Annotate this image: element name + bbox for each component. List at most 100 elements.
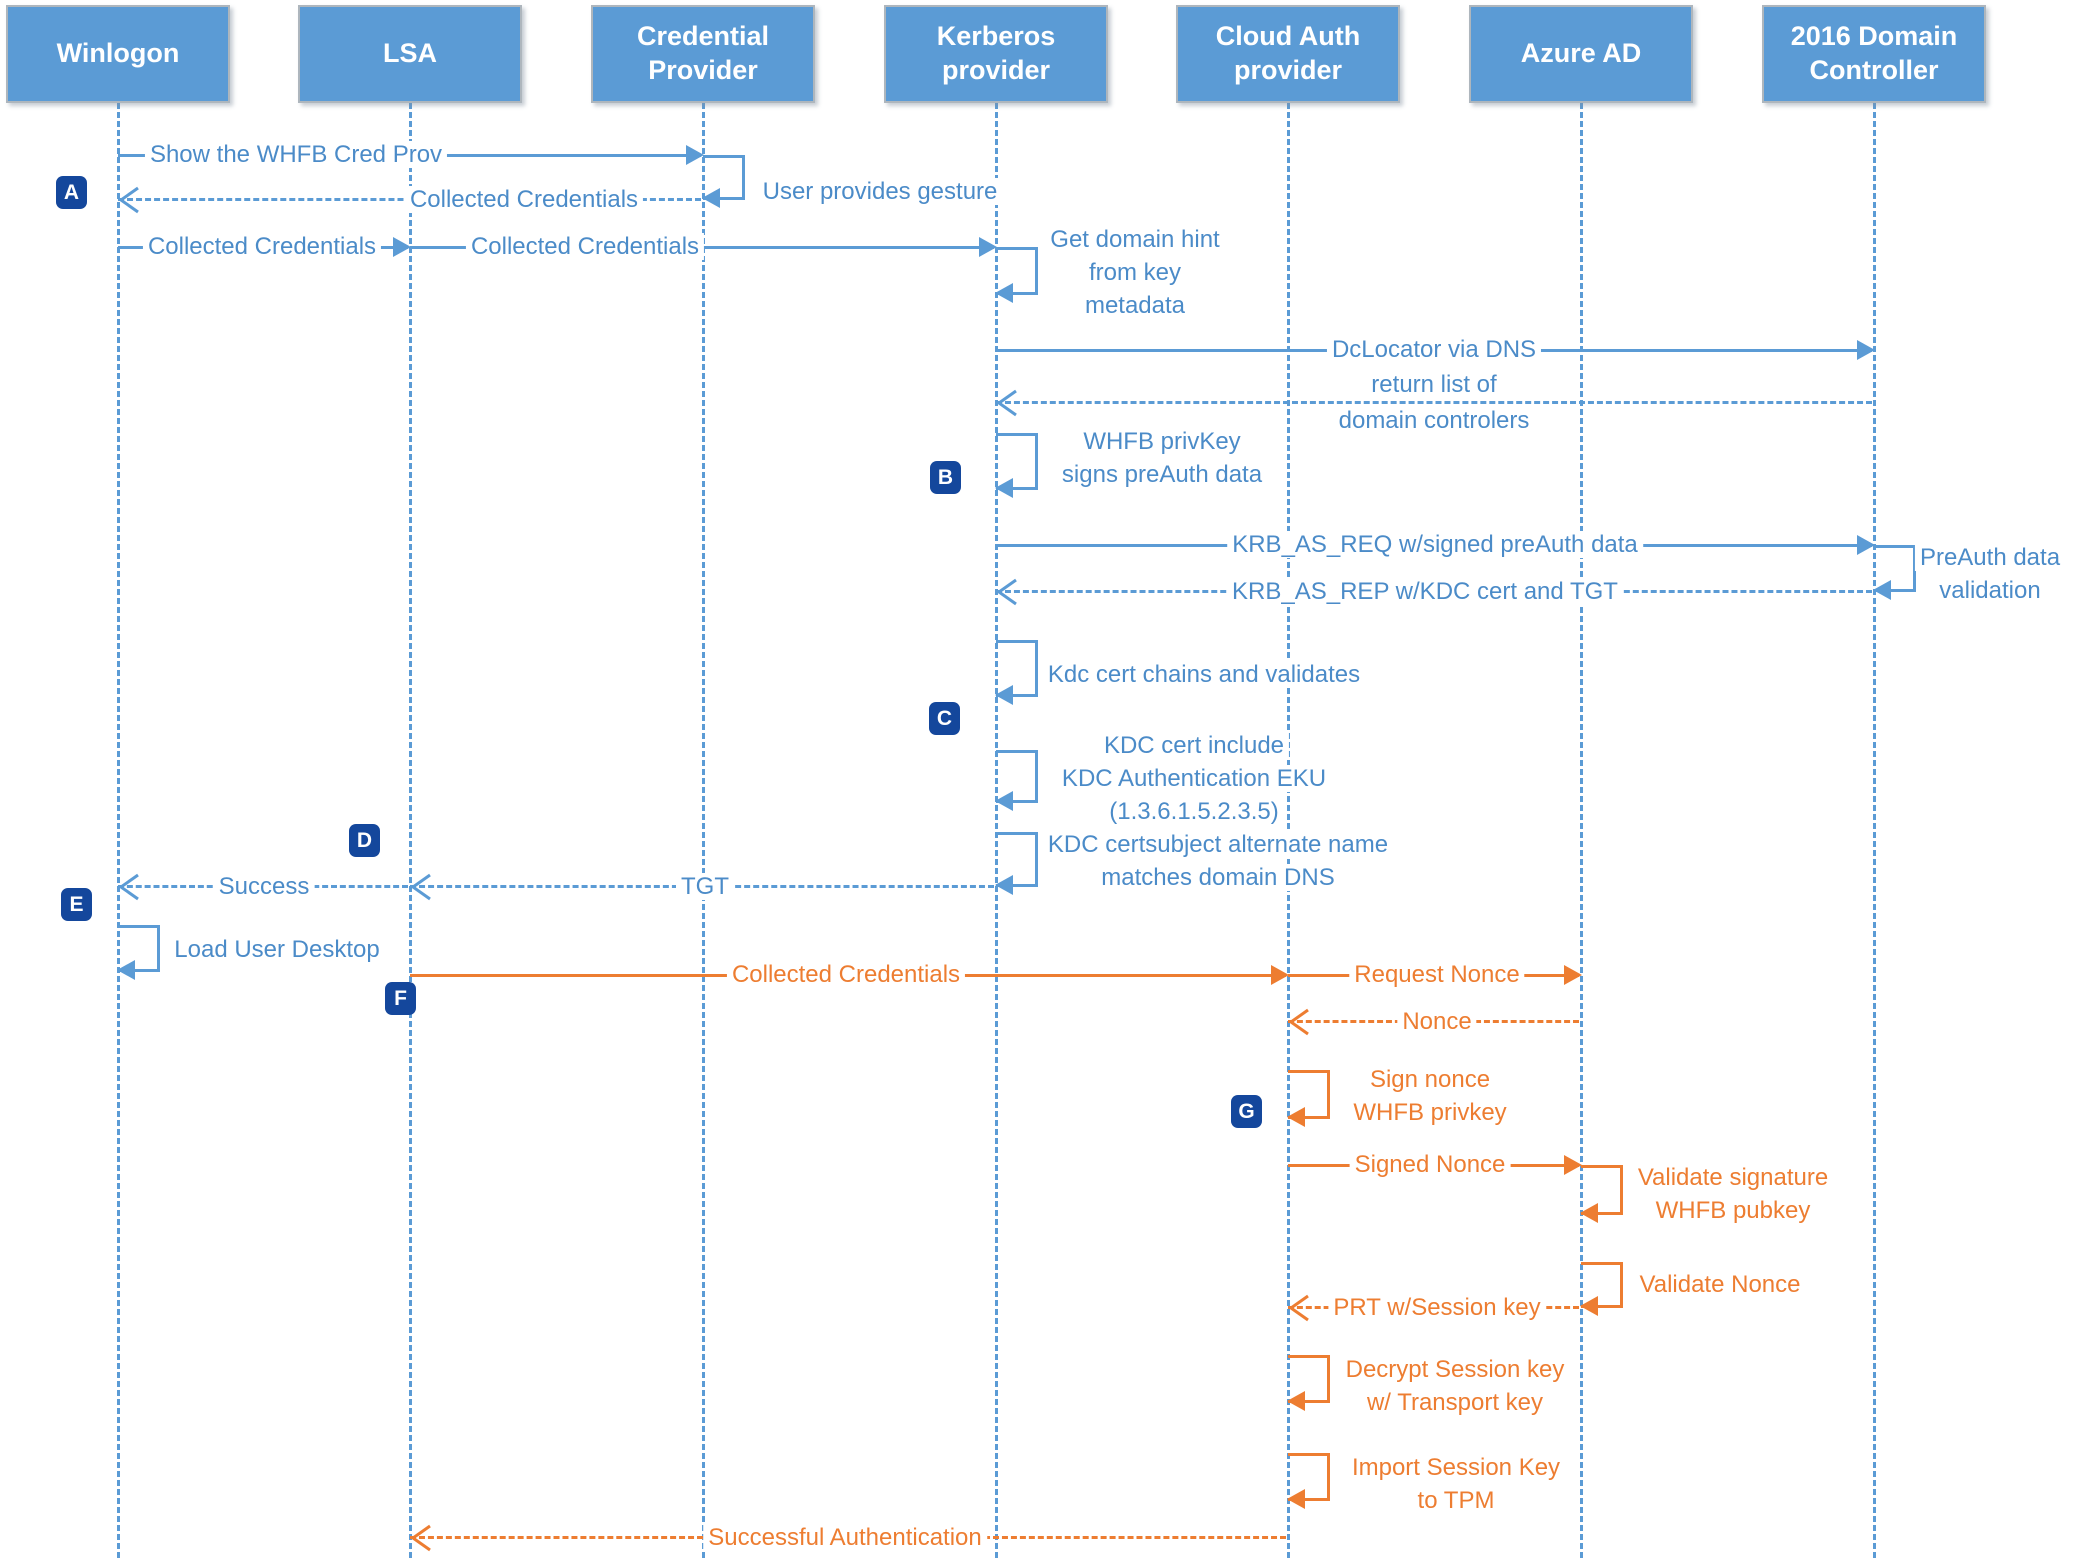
lifeline-lsa bbox=[409, 103, 412, 1558]
filled-arrowhead bbox=[1287, 1391, 1305, 1411]
label-prt-session-key-line-0: PRT w/Session key bbox=[1328, 1291, 1546, 1324]
label-kdc-cert-include-eku-line-1: KDC Authentication EKU bbox=[1056, 762, 1332, 795]
step-badge-d: D bbox=[349, 824, 380, 857]
filled-arrowhead bbox=[117, 960, 135, 980]
label-preauth-data-validation-line-1: validation bbox=[1915, 574, 2065, 607]
actor-lsa: LSA bbox=[298, 5, 522, 103]
loop-sign-nonce bbox=[1287, 1070, 1330, 1127]
label-request-nonce: Request Nonce bbox=[1349, 958, 1525, 991]
label-request-nonce-line-0: Request Nonce bbox=[1349, 958, 1525, 991]
label-tgt: TGT bbox=[676, 870, 734, 903]
loop-whfb-privkey-signs bbox=[995, 433, 1038, 498]
filled-arrowhead bbox=[1564, 1155, 1582, 1175]
label-return-list-of-line-0: return list of bbox=[1366, 368, 1502, 401]
actor-label-azure-ad: Azure AD bbox=[1520, 38, 1642, 69]
label-decrypt-session-key-line-1: w/ Transport key bbox=[1341, 1386, 1570, 1419]
label-nonce-line-0: Nonce bbox=[1397, 1005, 1477, 1038]
open-arrowhead bbox=[996, 389, 1017, 417]
loop-decrypt-session-key bbox=[1287, 1355, 1330, 1411]
label-import-session-key-line-1: to TPM bbox=[1347, 1484, 1565, 1517]
lifeline-kerberos-provider bbox=[995, 103, 998, 1558]
actor-label-kerberos-provider: Kerberos provider bbox=[936, 21, 1056, 85]
label-dclocator-via-dns-line-0: DcLocator via DNS bbox=[1326, 333, 1542, 366]
step-badge-a: A bbox=[56, 176, 87, 209]
filled-arrowhead bbox=[686, 145, 704, 165]
filled-arrowhead bbox=[702, 188, 720, 208]
label-user-provides-gesture: User provides gesture bbox=[757, 175, 1003, 208]
filled-arrowhead bbox=[995, 875, 1013, 895]
label-success: Success bbox=[213, 870, 315, 903]
label-domain-controlers: domain controlers bbox=[1333, 404, 1535, 437]
actor-azure-ad: Azure AD bbox=[1469, 5, 1693, 103]
actor-cloud-auth-provider: Cloud Auth provider bbox=[1176, 5, 1400, 103]
label-collected-credentials-to-kerberos: Collected Credentials bbox=[465, 230, 705, 263]
label-tgt-line-0: TGT bbox=[676, 870, 734, 903]
label-dclocator-via-dns: DcLocator via DNS bbox=[1326, 333, 1542, 366]
label-load-user-desktop: Load User Desktop bbox=[169, 933, 385, 966]
label-validate-nonce: Validate Nonce bbox=[1634, 1268, 1806, 1301]
filled-arrowhead bbox=[1580, 1203, 1598, 1223]
filled-arrowhead bbox=[995, 791, 1013, 811]
open-arrowhead bbox=[410, 1524, 431, 1552]
label-collected-credentials-to-kerberos-line-0: Collected Credentials bbox=[465, 230, 705, 263]
filled-arrowhead bbox=[979, 237, 997, 257]
open-arrowhead bbox=[1288, 1294, 1309, 1322]
actor-label-credential-provider: Credential Provider bbox=[636, 21, 770, 85]
filled-arrowhead bbox=[995, 685, 1013, 705]
filled-arrowhead bbox=[1873, 580, 1891, 600]
label-krb-as-rep-line-0: KRB_AS_REP w/KDC cert and TGT bbox=[1227, 575, 1623, 608]
label-show-whfb-cred-prov-line-0: Show the WHFB Cred Prov bbox=[144, 138, 448, 171]
step-badge-b: B bbox=[930, 461, 961, 494]
open-arrowhead bbox=[118, 873, 139, 901]
actor-domain-controller-2016: 2016 Domain Controller bbox=[1762, 5, 1986, 103]
loop-import-session-key bbox=[1287, 1453, 1330, 1509]
label-krb-as-req-line-0: KRB_AS_REQ w/signed preAuth data bbox=[1227, 528, 1643, 561]
label-collected-credentials-orange-line-0: Collected Credentials bbox=[726, 958, 966, 991]
label-collected-credentials-to-lsa: Collected Credentials bbox=[142, 230, 382, 263]
lifeline-domain-controller-2016 bbox=[1873, 103, 1876, 1558]
label-kdc-cert-chains: Kdc cert chains and validates bbox=[1042, 658, 1366, 691]
label-whfb-privkey-signs-line-0: WHFB privKey bbox=[1057, 425, 1267, 458]
label-validate-signature-line-1: WHFB pubkey bbox=[1633, 1194, 1833, 1227]
loop-kdc-cert-include-eku bbox=[995, 750, 1038, 811]
filled-arrowhead bbox=[1580, 1296, 1598, 1316]
label-krb-as-rep: KRB_AS_REP w/KDC cert and TGT bbox=[1227, 575, 1623, 608]
filled-arrowhead bbox=[1271, 965, 1289, 985]
label-krb-as-req: KRB_AS_REQ w/signed preAuth data bbox=[1227, 528, 1643, 561]
step-badge-c: C bbox=[929, 702, 960, 735]
label-kdc-cert-chains-line-0: Kdc cert chains and validates bbox=[1042, 658, 1366, 691]
filled-arrowhead bbox=[1857, 535, 1875, 555]
label-kdc-cert-include-eku-line-2: (1.3.6.1.5.2.3.5) bbox=[1057, 795, 1331, 828]
label-get-domain-hint-line-0: Get domain hint bbox=[1045, 223, 1225, 256]
lifeline-cloud-auth-provider bbox=[1287, 103, 1290, 1558]
loop-preauth-data-validation bbox=[1873, 545, 1916, 600]
step-badge-e: E bbox=[61, 888, 92, 921]
loop-kdc-cert-chains bbox=[995, 640, 1038, 705]
filled-arrowhead bbox=[1287, 1489, 1305, 1509]
label-show-whfb-cred-prov: Show the WHFB Cred Prov bbox=[144, 138, 448, 171]
label-validate-signature-line-0: Validate signature bbox=[1632, 1161, 1834, 1194]
filled-arrowhead bbox=[995, 283, 1013, 303]
label-collected-credentials-return-line-0: Collected Credentials bbox=[404, 183, 644, 216]
filled-arrowhead bbox=[1857, 340, 1875, 360]
actor-label-domain-controller-2016: 2016 Domain Controller bbox=[1790, 21, 1958, 85]
loop-validate-signature bbox=[1580, 1165, 1623, 1223]
lifeline-azure-ad bbox=[1580, 103, 1583, 1558]
label-preauth-data-validation-line-0: PreAuth data bbox=[1914, 541, 2066, 574]
label-return-list-of: return list of bbox=[1366, 368, 1502, 401]
label-signed-nonce-line-0: Signed Nonce bbox=[1349, 1148, 1511, 1181]
label-sign-nonce-line-1: WHFB privkey bbox=[1348, 1096, 1512, 1129]
actor-label-winlogon: Winlogon bbox=[56, 38, 180, 69]
filled-arrowhead bbox=[995, 478, 1013, 498]
open-arrowhead bbox=[118, 186, 139, 214]
lifeline-credential-provider bbox=[702, 103, 705, 1558]
loop-kdc-certsubject bbox=[995, 832, 1038, 895]
label-signed-nonce: Signed Nonce bbox=[1349, 1148, 1511, 1181]
